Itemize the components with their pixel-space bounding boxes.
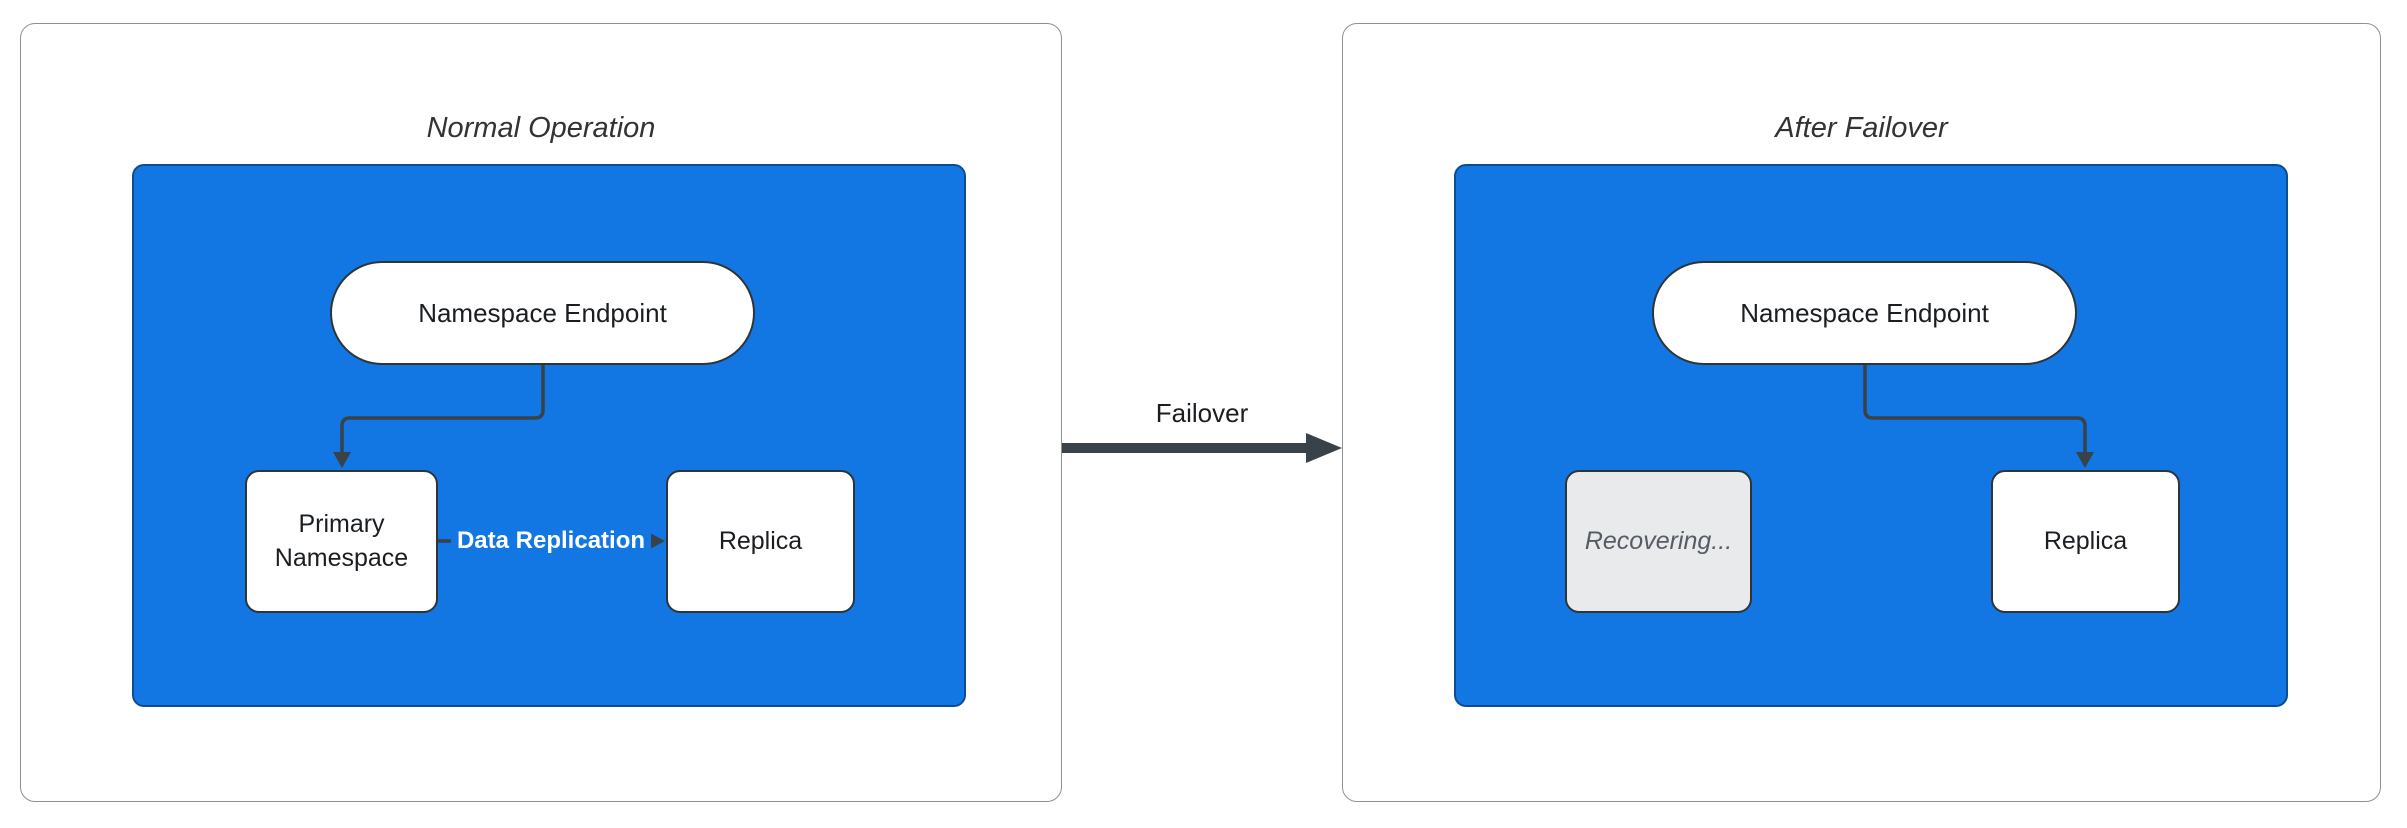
- node-namespace-endpoint-left-label: Namespace Endpoint: [418, 297, 667, 328]
- panel-title-after-failover: After Failover: [1775, 112, 1948, 144]
- node-replica-left: Replica: [666, 470, 855, 613]
- edge-endpoint-to-primary: [340, 363, 545, 456]
- arrowhead-endpoint-to-primary: [333, 452, 351, 468]
- node-replica-right-label: Replica: [2043, 526, 2128, 555]
- node-namespace-endpoint-left: Namespace Endpoint: [330, 261, 755, 365]
- panel-title-normal-operation: Normal Operation: [426, 112, 656, 144]
- node-recovering: Recovering...: [1565, 470, 1752, 613]
- cluster-after-failover: Namespace Endpoint Recovering... Replica: [1454, 164, 2288, 707]
- edges-after-failover: [1863, 363, 2094, 468]
- node-recovering-label: Recovering...: [1584, 526, 1733, 555]
- failover-arrow: [1062, 433, 1342, 463]
- node-replica-left-label: Replica: [718, 526, 803, 555]
- arrowhead-endpoint-to-replica: [2076, 452, 2094, 468]
- failover-label: Failover: [1155, 398, 1249, 428]
- node-namespace-endpoint-right: Namespace Endpoint: [1652, 261, 2077, 365]
- panel-normal-operation: Normal Operation Namespace Endpoint Prim…: [20, 23, 1062, 802]
- node-replica-right: Replica: [1991, 470, 2180, 613]
- node-namespace-endpoint-right-label: Namespace Endpoint: [1740, 297, 1989, 328]
- edges-normal-operation: [333, 363, 665, 550]
- edge-endpoint-to-replica: [1863, 363, 2087, 456]
- panel-after-failover: After Failover Namespace Endpoint Recove…: [1342, 23, 2381, 802]
- edge-label-data-replication: Data Replication: [450, 524, 652, 558]
- cluster-normal-operation: Namespace Endpoint Primary Namespace Rep…: [132, 164, 966, 707]
- node-primary-namespace-label: Primary Namespace: [274, 509, 409, 572]
- node-primary-namespace: Primary Namespace: [245, 470, 438, 613]
- failover-arrow-group: Failover: [1062, 398, 1342, 478]
- failover-arrowhead: [1306, 433, 1342, 463]
